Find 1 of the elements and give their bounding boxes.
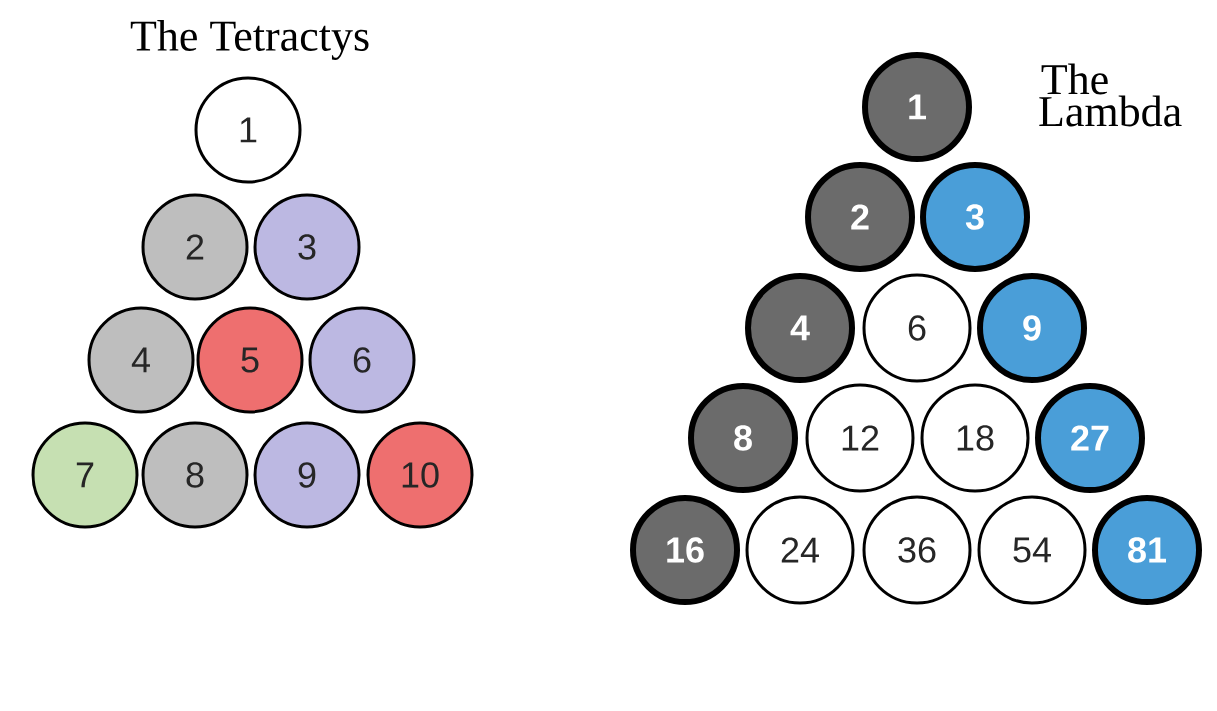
title: The Lambda: [1039, 63, 1182, 127]
